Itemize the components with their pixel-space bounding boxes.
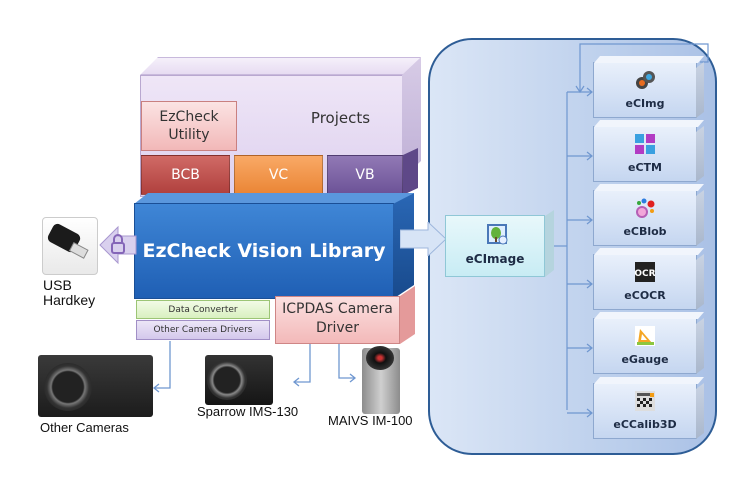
library-label: EzCheck Vision Library bbox=[142, 240, 386, 262]
usb-key-icon bbox=[47, 223, 89, 259]
lang-side bbox=[403, 148, 418, 195]
module-ectm: eCTM bbox=[593, 126, 697, 182]
template-match-icon bbox=[635, 134, 655, 154]
utility-label-line1: EzCheck bbox=[159, 109, 219, 125]
calibration-icon bbox=[635, 391, 655, 411]
library-top-face bbox=[134, 193, 414, 204]
icpdas-maivs-connector bbox=[338, 344, 355, 379]
icpdas-label-line1: ICPDAS Camera bbox=[282, 301, 393, 317]
hardkey-arrow bbox=[99, 225, 137, 265]
library-front-face bbox=[134, 203, 394, 299]
icpdas-label-line2: Driver bbox=[315, 320, 360, 336]
module-label: eCBlob bbox=[623, 225, 667, 238]
blob-icon bbox=[636, 198, 655, 218]
data-converter-box: Data Converter bbox=[136, 300, 270, 319]
lens-icon bbox=[44, 363, 92, 411]
ezcheck-utility-block: EzCheck Utility bbox=[141, 101, 237, 151]
hardkey-caption-line2: Hardkey bbox=[43, 292, 96, 308]
other-drivers-connector bbox=[155, 341, 171, 389]
ecimage-side bbox=[545, 210, 554, 277]
ecimage-label: eCImage bbox=[465, 252, 525, 266]
ezcheck-vision-library-block: EzCheck Vision Library bbox=[134, 193, 414, 299]
lock-icon bbox=[111, 234, 125, 254]
module-label: eCOCR bbox=[624, 289, 666, 302]
other-cameras-image bbox=[38, 355, 153, 417]
sparrow-caption: Sparrow IMS-130 bbox=[197, 404, 299, 419]
module-label: eCImg bbox=[625, 97, 665, 110]
module-label: eGauge bbox=[621, 353, 669, 366]
projects-top-face bbox=[140, 57, 421, 75]
icpdas-side bbox=[400, 286, 415, 344]
module-label: eCTM bbox=[628, 161, 662, 174]
vc-block: VC bbox=[234, 155, 323, 195]
hardkey-caption-line1: USB bbox=[43, 277, 72, 293]
other-cameras-caption: Other Cameras bbox=[40, 420, 129, 435]
gauge-icon bbox=[635, 326, 655, 346]
maivs-caption: MAIVS IM-100 bbox=[328, 413, 413, 428]
bcb-block: BCB bbox=[141, 155, 230, 195]
lens-icon bbox=[207, 360, 247, 400]
ocr-icon: OCR bbox=[634, 262, 656, 282]
module-eccalib3d: eCCalib3D bbox=[593, 383, 697, 439]
module-ecimg: eCImg bbox=[593, 62, 697, 118]
module-ecocr: OCR eCOCR bbox=[593, 254, 697, 310]
ecimage-core-box: eCImage bbox=[445, 215, 545, 277]
hardkey-caption: USB Hardkey bbox=[43, 278, 95, 308]
gears-icon bbox=[636, 71, 655, 89]
icpdas-camera-driver-box: ICPDAS Camera Driver bbox=[275, 296, 400, 344]
vb-block: VB bbox=[327, 155, 403, 195]
usb-hardkey-image bbox=[42, 217, 98, 275]
icpdas-sparrow-connector bbox=[294, 344, 311, 383]
lens-icon bbox=[366, 346, 394, 370]
other-camera-drivers-box: Other Camera Drivers bbox=[136, 320, 270, 340]
projects-side-face bbox=[402, 57, 421, 179]
module-egauge: eGauge bbox=[593, 318, 697, 374]
library-to-core-arrow bbox=[400, 222, 447, 256]
utility-label-line2: Utility bbox=[168, 127, 210, 143]
svg-text:OCR: OCR bbox=[634, 269, 655, 279]
sparrow-camera-image bbox=[205, 355, 273, 405]
projects-label: Projects bbox=[310, 109, 371, 127]
image-tree-icon bbox=[487, 224, 508, 245]
maivs-camera-image bbox=[362, 346, 400, 414]
module-ecblob: eCBlob bbox=[593, 190, 697, 246]
module-label: eCCalib3D bbox=[613, 418, 677, 431]
